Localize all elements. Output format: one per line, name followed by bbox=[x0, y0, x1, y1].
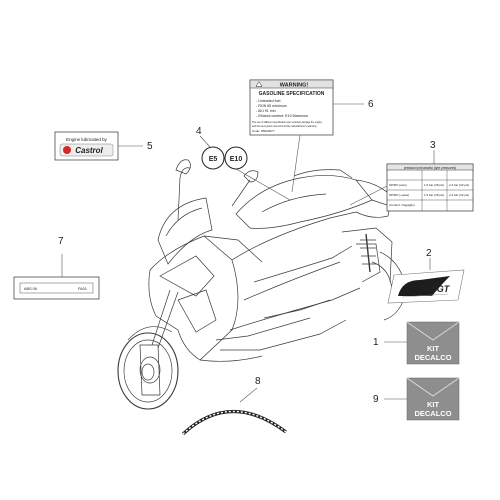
tyre-row-3: (Confort / bagaglio) bbox=[389, 203, 415, 207]
tyre-row-2: SPIRO (+pass) bbox=[389, 193, 409, 197]
kit-decalco-pack-1: KIT DECALCO bbox=[406, 321, 460, 365]
tyre-row-1: SPIRO (solo) bbox=[389, 183, 407, 187]
warning-line-2: - RON 95 minimum bbox=[256, 104, 287, 108]
tyre-cell-rear: 2.2 bar (32 psi) bbox=[449, 193, 469, 197]
tyre-pressure-label: pressioni pneumatici (tyre pressures) SP… bbox=[386, 163, 474, 212]
kit-label-line2: DECALCO bbox=[414, 353, 451, 362]
callout-6: 6 bbox=[368, 99, 374, 110]
castrol-label: Engine lubricated by Castrol bbox=[54, 131, 119, 161]
abs-label-left: ABS 06 bbox=[24, 287, 37, 291]
kit-decalco-pack-9: KIT DECALCO bbox=[406, 377, 460, 421]
callout-2: 2 bbox=[426, 248, 432, 259]
warning-line-1: - Unleaded fuel bbox=[256, 99, 281, 103]
abs-label: ABS 06 FA01 bbox=[13, 276, 100, 300]
warning-heading: GASOLINE SPECIFICATION bbox=[259, 91, 325, 97]
tyre-cell-front: 1.9 bar (28 psi) bbox=[424, 193, 444, 197]
warning-note-2: and the fuel system and will void the ma… bbox=[252, 125, 317, 128]
warning-line-4: - Ethanol content: E10 Maximum bbox=[256, 114, 308, 118]
callout-7: 7 bbox=[58, 236, 64, 247]
castrol-brand: Castrol bbox=[75, 146, 103, 155]
warning-code: Code: 1B000077 bbox=[252, 129, 275, 133]
callout-1: 1 bbox=[373, 337, 379, 348]
warning-line-3: - AKI 91 min bbox=[256, 109, 276, 113]
callout-9: 9 bbox=[373, 394, 379, 405]
abs-label-right: FA01 bbox=[78, 287, 87, 291]
kit-label-line1: KIT bbox=[427, 400, 440, 409]
warning-title: WARNING! bbox=[280, 83, 309, 89]
callout-3: 3 bbox=[430, 140, 436, 151]
fuel-badges: E5 E10 bbox=[201, 146, 248, 170]
sgt-logo-text: SGT bbox=[431, 284, 451, 294]
gasoline-warning-label: WARNING! GASOLINE SPECIFICATION - Unlead… bbox=[249, 79, 334, 136]
motorcycle-drawing bbox=[117, 159, 407, 410]
callout-8: 8 bbox=[255, 376, 261, 387]
tyre-label-header: pressioni pneumatici (tyre pressures) bbox=[404, 166, 456, 170]
warning-note-1: The use of different specification can s… bbox=[252, 121, 323, 124]
badge-e10: E10 bbox=[230, 156, 243, 163]
sgt-logo-decal: SGT bbox=[387, 269, 465, 304]
kit-label-line2: DECALCO bbox=[414, 409, 451, 418]
tyre-cell-front: 1.9 bar (28 psi) bbox=[424, 183, 444, 187]
kit-label-line1: KIT bbox=[427, 344, 440, 353]
tyre-cell-rear: 2.2 bar (32 psi) bbox=[449, 183, 469, 187]
castrol-line1: Engine lubricated by bbox=[66, 137, 108, 142]
badge-e5: E5 bbox=[209, 156, 218, 163]
callout-4: 4 bbox=[196, 126, 202, 137]
callout-5: 5 bbox=[147, 141, 153, 152]
wheel-rim-stripe bbox=[181, 409, 287, 436]
